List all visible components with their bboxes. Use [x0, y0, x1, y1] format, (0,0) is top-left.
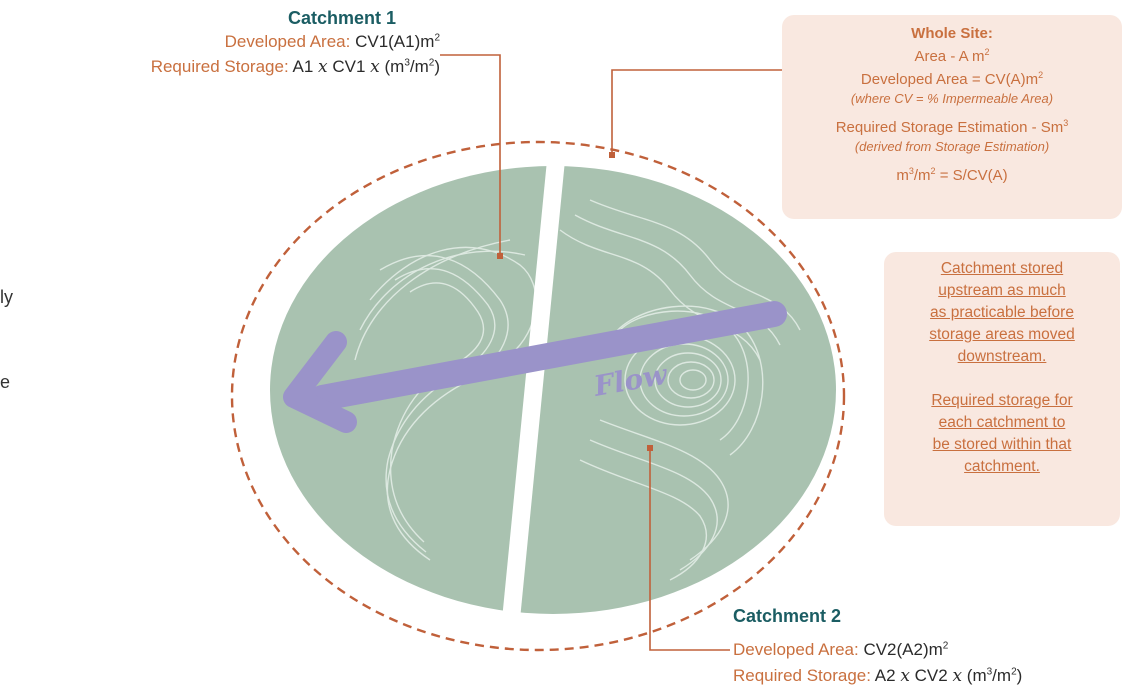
note-line: upstream as much	[938, 282, 1066, 299]
catchment2-required-storage: Required Storage: A2 x CV2 x (m3/m2)	[733, 666, 1022, 686]
catchment-divider	[500, 150, 566, 640]
whole-site-developed: Developed Area = CV(A)m2	[860, 70, 1044, 88]
catchment1-required-storage: Required Storage: A1 x CV1 x (m3/m2)	[151, 57, 440, 77]
whole-site-box: Whole Site: Area - A m2 Developed Area =…	[782, 15, 1122, 219]
catchment2-marker	[647, 445, 653, 451]
note-line: catchment.	[964, 458, 1040, 475]
whole-site-leader	[611, 69, 782, 155]
catchment2-required-value: A2 x CV2 x (m3/m2)	[874, 666, 1023, 686]
note-line: downstream.	[957, 348, 1047, 365]
site-area	[270, 166, 836, 614]
catchment1-developed-area: Developed Area: CV1(A1)m2	[225, 32, 440, 52]
whole-site-storage-note: (derived from Storage Estimation)	[854, 139, 1050, 154]
edge-text-1: ly	[0, 287, 13, 307]
edge-text-2: e	[0, 372, 11, 392]
whole-site-ratio: m3/m2 = S/CV(A)	[896, 166, 1008, 184]
catchment1-developed-value: CV1(A1)m2	[355, 32, 440, 51]
flow-arrow	[283, 301, 787, 433]
note-line: as practicable before	[930, 304, 1074, 321]
catchment1-title: Catchment 1	[288, 8, 397, 28]
catchment2-title: Catchment 2	[733, 606, 842, 626]
note-line: Catchment stored	[940, 260, 1064, 277]
whole-site-cv-note: (where CV = % Impermeable Area)	[850, 91, 1054, 106]
catchment1-leader	[440, 54, 501, 256]
catchment2-required-label: Required Storage:	[733, 666, 871, 685]
note-line: each catchment to	[938, 414, 1066, 431]
whole-site-storage: Required Storage Estimation - Sm3	[835, 118, 1069, 136]
site-boundary	[230, 140, 846, 652]
note-line: Required storage for	[931, 392, 1073, 409]
catchment1-required-value: A1 x CV1 x (m3/m2)	[292, 57, 440, 77]
note-line: storage areas moved	[929, 326, 1075, 343]
whole-site-marker	[609, 152, 615, 158]
catchment2-developed-value: CV2(A2)m2	[863, 640, 949, 659]
catchment1-developed-label: Developed Area:	[224, 32, 351, 51]
whole-site-title: Whole Site:	[911, 25, 993, 42]
catchment2-developed-area: Developed Area: CV2(A2)m2	[733, 640, 948, 660]
catchment1-marker	[497, 253, 503, 259]
catchment1-required-label: Required Storage:	[150, 57, 289, 76]
catchment2-developed-label: Developed Area:	[733, 640, 859, 659]
note-line: be stored within that	[932, 436, 1072, 453]
whole-site-area: Area - A m2	[914, 47, 990, 65]
catchment-note-box: Catchment stored upstream as much as pra…	[884, 252, 1120, 526]
catchment2-leader	[649, 448, 730, 651]
